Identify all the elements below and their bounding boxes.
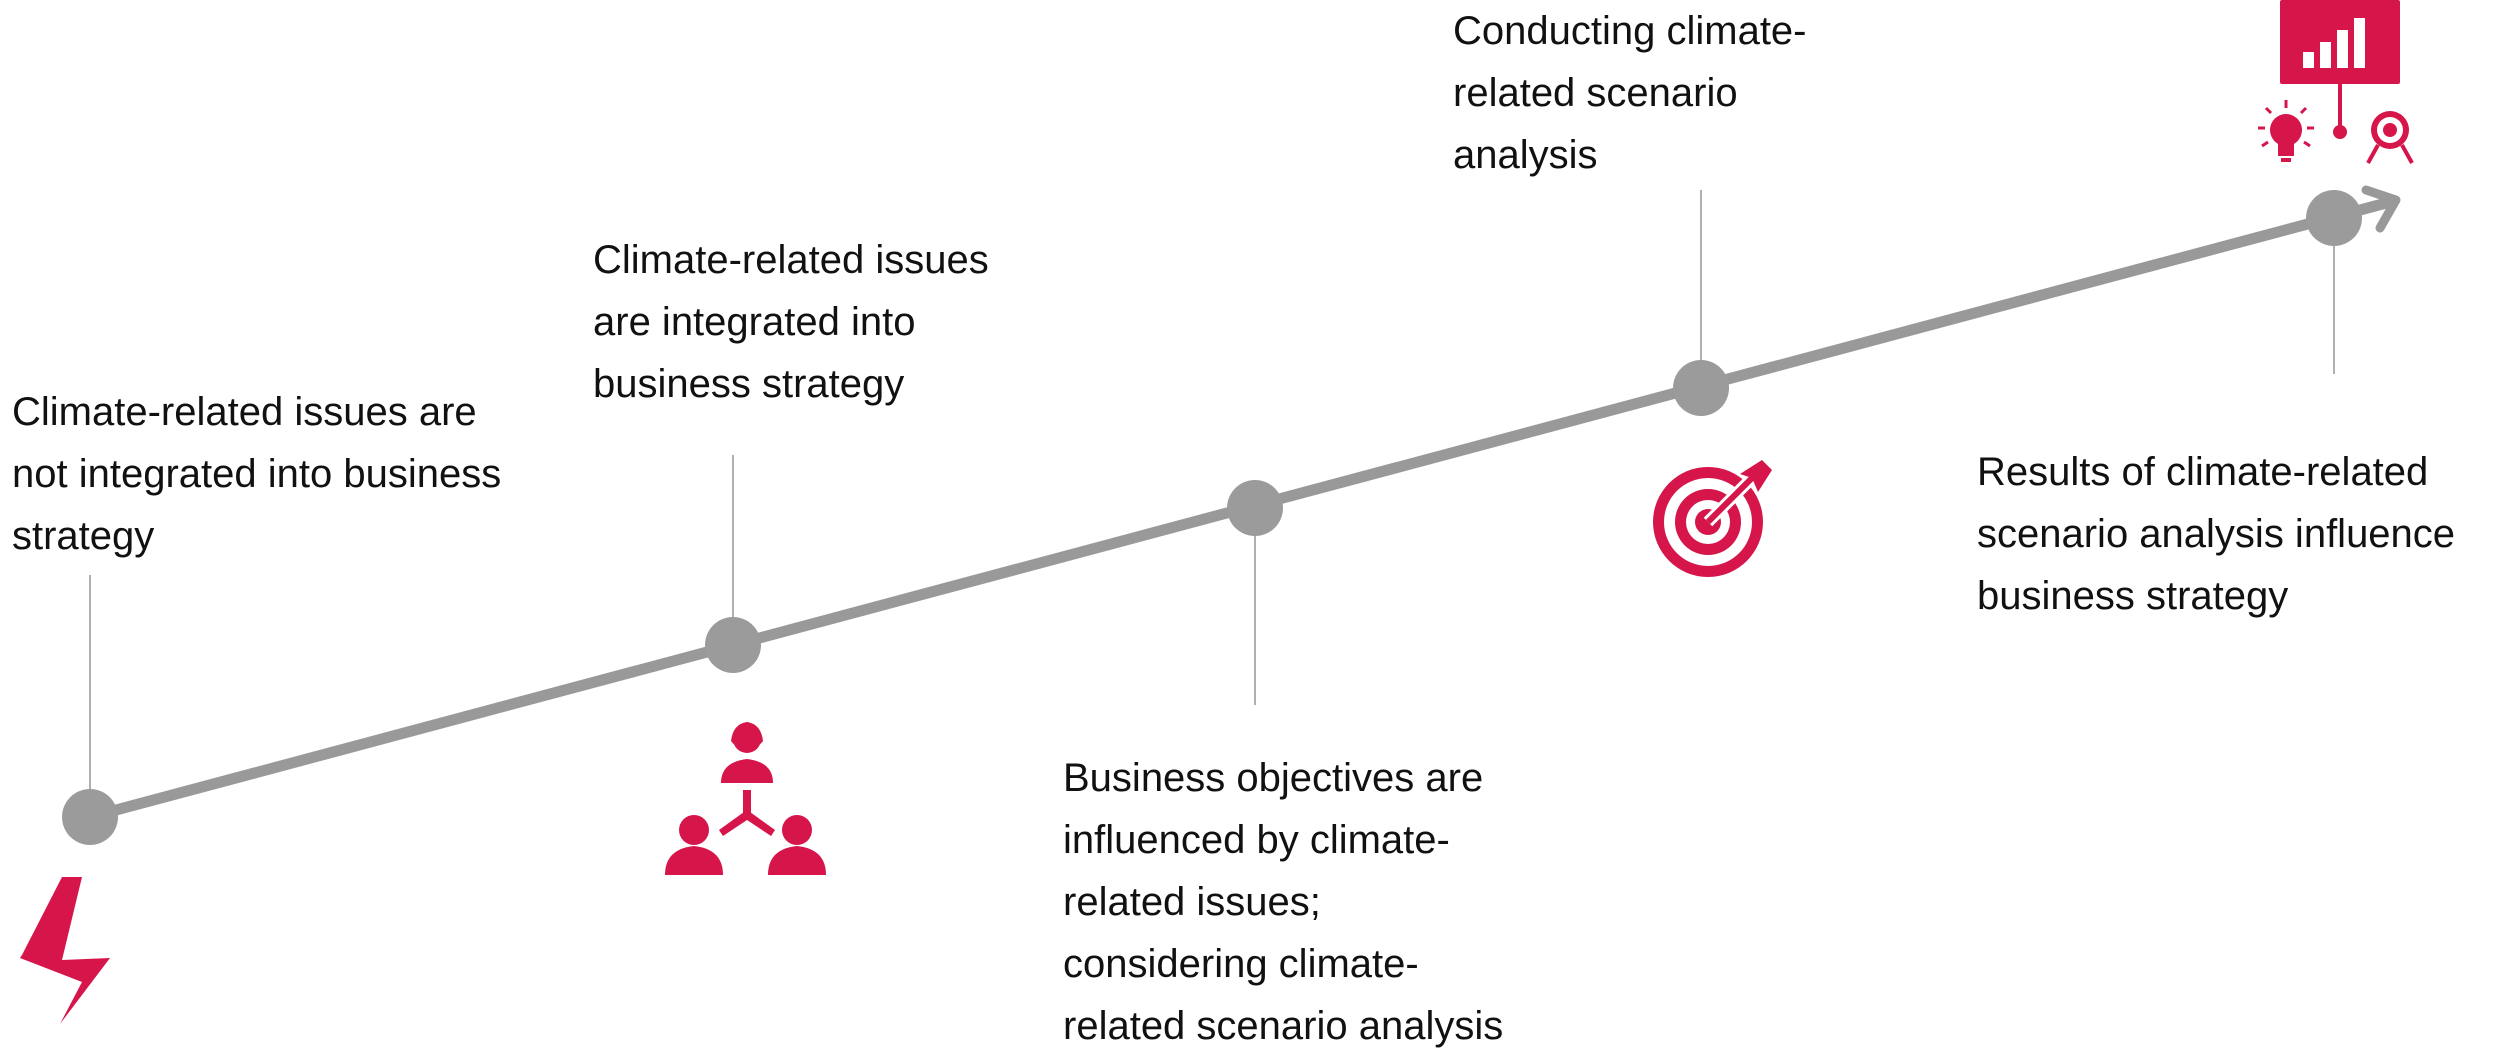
step-1-line-2: not integrated into business	[12, 452, 502, 496]
step-4-label: Conducting climate- related scenario ana…	[1453, 0, 1807, 186]
step-2-line-2: are integrated into	[593, 300, 916, 344]
step-1-label: Climate-related issues are not integrate…	[12, 381, 501, 567]
step-4-line-3: analysis	[1453, 133, 1598, 177]
timeline-node-3	[1227, 480, 1283, 536]
step-4-line-1: Conducting climate-	[1453, 9, 1807, 53]
step-2-line-1: Climate-related issues	[593, 238, 989, 282]
team-network-icon	[665, 722, 826, 875]
step-2-line-3: business strategy	[593, 362, 905, 406]
step-5-line-2: scenario analysis influence	[1977, 512, 2456, 556]
target-arrow-icon	[1653, 460, 1772, 577]
timeline-node-5	[2306, 190, 2362, 246]
timeline-node-1	[62, 789, 118, 845]
step-1-line-1: Climate-related issues are	[12, 390, 477, 434]
timeline-arrowhead	[2361, 185, 2401, 233]
step-3-label: Business objectives are influenced by cl…	[1063, 747, 1503, 1057]
timeline-node-2	[705, 617, 761, 673]
step-4-line-2: related scenario	[1453, 71, 1738, 115]
timeline-node-4	[1673, 360, 1729, 416]
step-1-line-3: strategy	[12, 514, 155, 558]
step-3-line-2: influenced by climate-	[1063, 818, 1450, 862]
presentation-board-icon	[2258, 0, 2414, 164]
step-5-label: Results of climate-related scenario anal…	[1977, 441, 2455, 627]
step-3-line-3: related issues;	[1063, 880, 1321, 924]
step-3-line-5: related scenario analysis	[1063, 1004, 1504, 1048]
step-5-line-3: business strategy	[1977, 574, 2289, 618]
step-3-line-4: considering climate-	[1063, 942, 1419, 986]
step-5-line-1: Results of climate-related	[1977, 450, 2429, 494]
lightning-bolt-icon	[20, 877, 110, 1024]
step-2-label: Climate-related issues are integrated in…	[593, 229, 989, 415]
step-3-line-1: Business objectives are	[1063, 756, 1484, 800]
